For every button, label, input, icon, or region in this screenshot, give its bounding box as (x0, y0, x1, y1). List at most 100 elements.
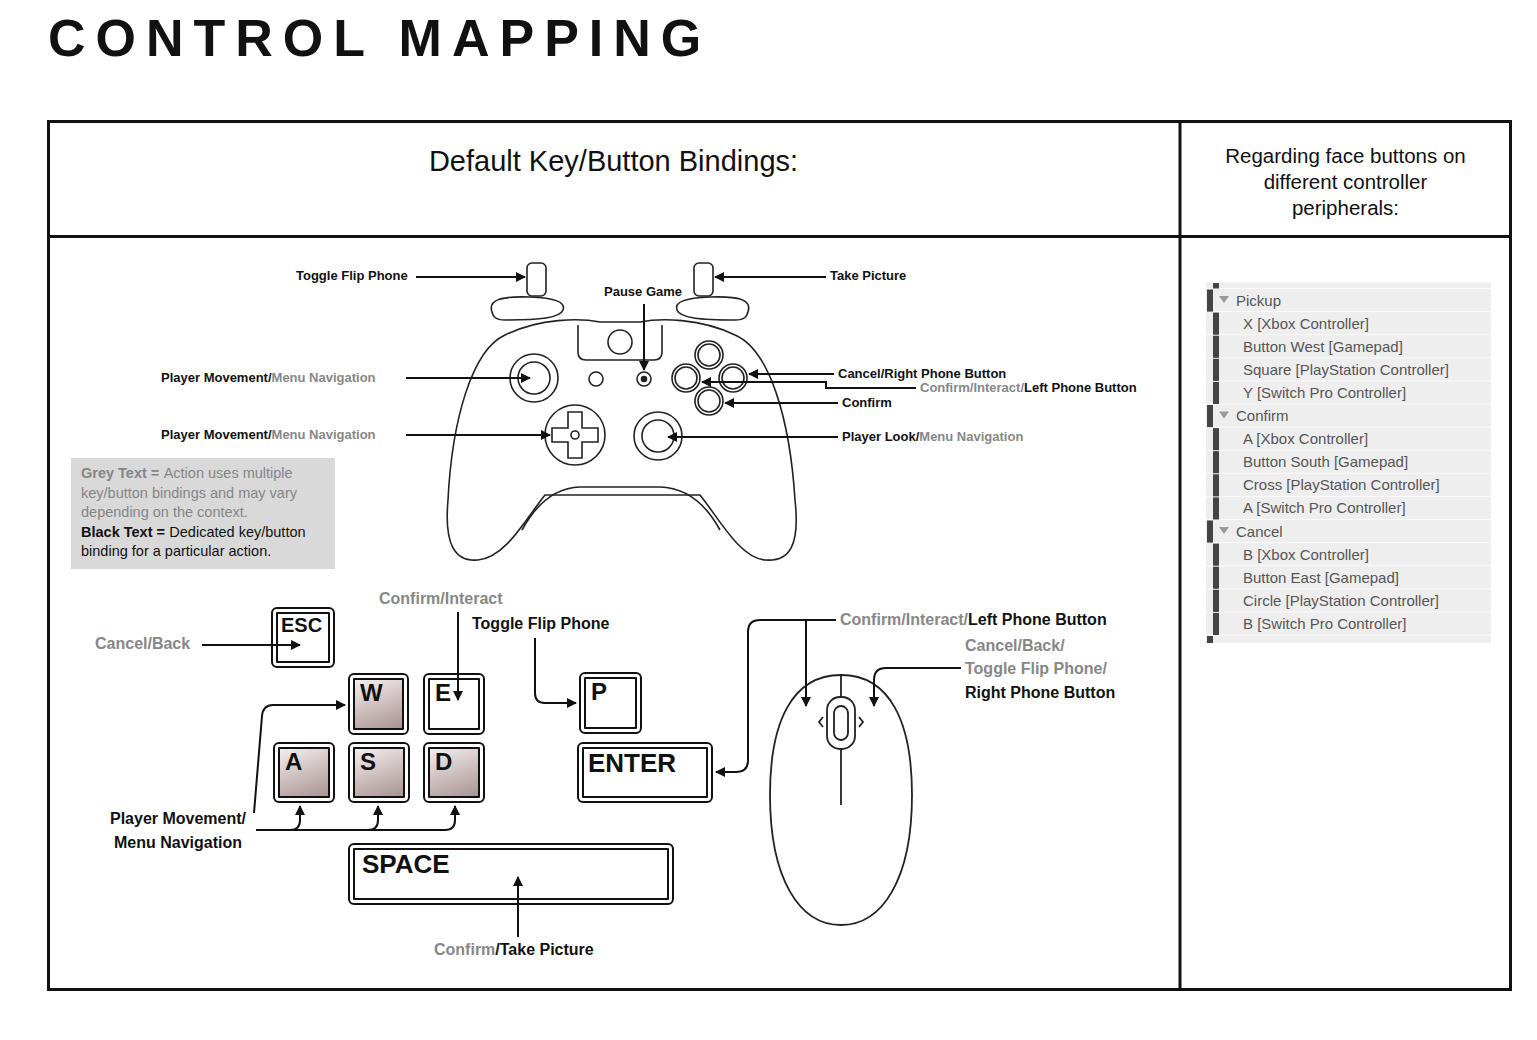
row-bar (1213, 359, 1219, 381)
leader-arrows-part (643, 304, 645, 370)
context-action-text: Confirm/Interact/ (840, 611, 968, 628)
action-label: Player Look/Menu Navigation (842, 429, 1023, 445)
leader-arrows-part (805, 620, 807, 706)
game-controller-part (545, 405, 605, 465)
list-row-text: Cross [PlayStation Controller] (1243, 476, 1440, 493)
game-controller-part (677, 297, 749, 320)
action-label: Confirm/Take Picture (434, 940, 594, 960)
game-controller-part (694, 263, 713, 296)
text-block: SPACE (362, 850, 672, 878)
expand-triangle (1219, 527, 1229, 534)
leader-arrows-part (368, 806, 378, 830)
row-bar (1213, 544, 1219, 566)
leader-arrows-part (749, 373, 834, 375)
page-title: CONTROL MAPPING (48, 12, 711, 64)
row-bar (1213, 428, 1219, 450)
binding-list-item: Button East [Gamepad] (1243, 566, 1399, 589)
header-cell: Default Key/Button Bindings: (50, 123, 1177, 233)
action-label: Confirm (842, 395, 892, 411)
context-action-text: Menu Navigation (272, 370, 376, 385)
row-separator (1206, 450, 1491, 451)
row-separator (1206, 519, 1491, 520)
computer-mouse-part (840, 675, 842, 697)
list-row-text: A [Switch Pro Controller] (1243, 499, 1406, 516)
dedicated-action-text: Toggle Flip Phone (296, 268, 408, 283)
row-separator (1206, 288, 1491, 289)
row-separator (1206, 542, 1491, 543)
keyboard-key: S (348, 742, 410, 803)
list-row-text: Confirm (1236, 407, 1289, 424)
row-separator (1206, 282, 1491, 283)
dedicated-action-text: Player Movement/ Menu Navigation (110, 810, 246, 851)
row-separator (1206, 404, 1491, 405)
row-bar (1207, 290, 1213, 312)
action-label: Right Phone Button (965, 681, 1115, 704)
game-controller-part (491, 297, 563, 320)
text-block: ESC (281, 614, 333, 636)
list-row-text: Button West [Gamepad] (1243, 338, 1403, 355)
binding-list-item: X [Xbox Controller] (1243, 312, 1369, 335)
leader-arrows-part (457, 612, 459, 700)
binding-list-item: B [Switch Pro Controller] (1243, 612, 1406, 635)
action-label: Cancel/Back (95, 634, 190, 654)
text-block: A (285, 749, 333, 775)
binding-list-item: Button South [Gamepad] (1243, 450, 1408, 473)
panel-ground (1206, 282, 1491, 643)
dedicated-action-text: Confirm (842, 395, 892, 410)
dedicated-action-text: Player Look/ (842, 429, 919, 444)
leader-arrows-part (406, 434, 550, 436)
leader-arrows-part (725, 402, 838, 404)
dedicated-action-text: Take Picture (830, 268, 906, 283)
game-controller (447, 263, 796, 560)
game-controller-part (719, 364, 747, 392)
leader-arrows-part (416, 276, 525, 278)
text-block: Black Text =Dedicated key/button binding… (81, 523, 325, 562)
action-label: Player Movement/ Menu Navigation (88, 807, 268, 855)
row-separator (1206, 357, 1491, 358)
game-controller-part (552, 412, 598, 458)
keyboard-key: P (579, 672, 642, 734)
action-label: Toggle Flip Phone (472, 614, 609, 634)
action-label: Cancel/Back/ Toggle Flip Phone/ (965, 634, 1115, 680)
row-separator (1206, 427, 1491, 428)
game-controller-part (698, 390, 720, 412)
computer-mouse-part (859, 717, 863, 727)
list-row-text: Cancel (1236, 523, 1283, 540)
row-bar (1213, 313, 1219, 335)
game-controller-part (608, 330, 632, 354)
binding-list-item: Button West [Gamepad] (1243, 335, 1403, 358)
action-label: Take Picture (830, 268, 906, 284)
dedicated-action-text: Left Phone Button (968, 611, 1107, 628)
dedicated-action-text: Toggle Flip Phone (472, 615, 609, 632)
key-label: SPACE (362, 849, 450, 879)
binding-list-item: B [Xbox Controller] (1243, 543, 1369, 566)
expand-triangle (1219, 296, 1229, 303)
game-controller-part (522, 487, 720, 530)
game-controller-part (589, 372, 603, 386)
text-block: Default Key/Button Bindings: (50, 144, 1177, 178)
dedicated-action-text: Cancel/Right Phone Button (838, 366, 1006, 381)
list-row-text: Circle [PlayStation Controller] (1243, 592, 1439, 609)
dedicated-action-text: /Take Picture (495, 941, 593, 958)
binding-list-panel (1206, 282, 1491, 643)
binding-list-item: A [Xbox Controller] (1243, 427, 1368, 450)
binding-list-item: Cross [PlayStation Controller] (1243, 473, 1440, 496)
key-label: D (435, 748, 452, 775)
action-label: Player Movement/Menu Navigation (161, 370, 376, 386)
leader-arrows-part (254, 705, 345, 813)
leader-arrows-part (668, 436, 838, 438)
action-label: Cancel/Right Phone Button (838, 366, 1006, 382)
binding-list-item: Y [Switch Pro Controller] (1243, 381, 1406, 404)
key-label: ENTER (588, 748, 676, 778)
dedicated-action-text: Player Movement/ (161, 370, 272, 385)
keyboard-key: E (423, 673, 485, 735)
row-separator (1206, 611, 1491, 612)
game-controller-part (695, 341, 723, 369)
leader-arrows-part (874, 668, 961, 706)
key-label: P (591, 678, 607, 705)
list-row-text: Pickup (1236, 292, 1281, 309)
leader-arrows-part (517, 877, 519, 937)
row-bar (1213, 474, 1219, 496)
action-label: Confirm/Interact/Left Phone Button (840, 610, 1107, 630)
